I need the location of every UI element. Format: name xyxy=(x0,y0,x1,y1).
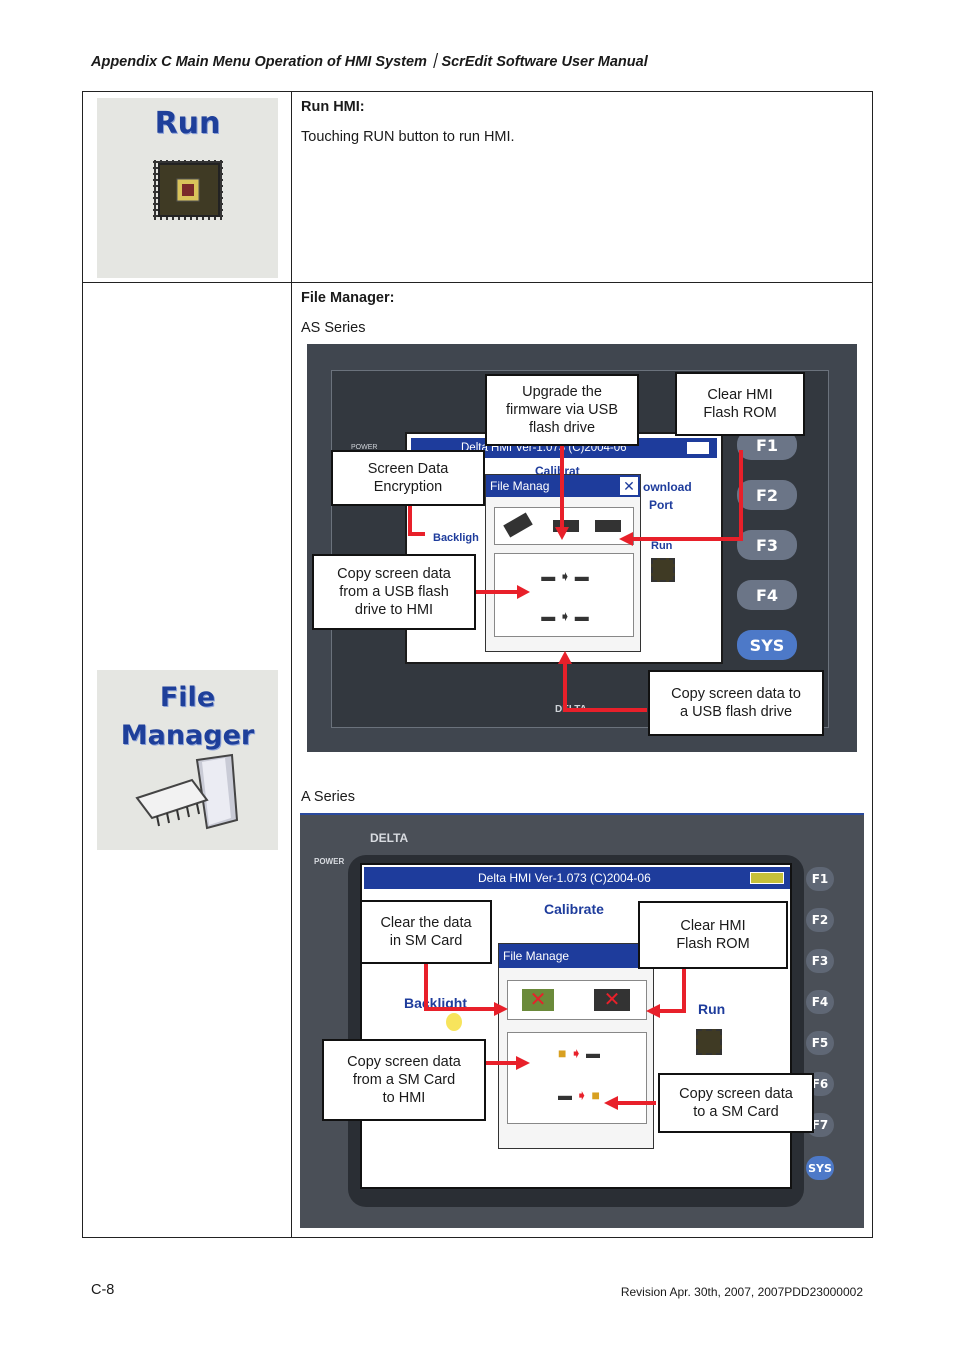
lightbulb-icon xyxy=(446,1013,462,1031)
a-title-bar: Delta HMI Ver-1.073 (C)2004-06 xyxy=(364,867,790,889)
revision-note: Revision Apr. 30th, 2007, 2007PDD2300000… xyxy=(620,1285,863,1299)
as-menu-backlight[interactable]: Backligh xyxy=(433,532,479,544)
run-icon-title: Run xyxy=(154,106,221,141)
file-manager-icon: File Manager xyxy=(97,670,278,850)
a-file-manager-dialog: File Manage ✕ ✕ ■ ➧ ▬ ▬ ➧ ■ xyxy=(498,943,654,1149)
file-manager-heading: File Manager: xyxy=(301,290,395,306)
as-callout-arrows xyxy=(408,439,743,712)
a-series-label: A Series xyxy=(301,789,355,805)
copy-to-sm-card-icon[interactable]: ▬ ➧ ■ xyxy=(558,1087,600,1103)
as-key-f3[interactable]: F3 xyxy=(737,530,797,560)
as-menu-port[interactable]: Port xyxy=(649,498,673,512)
as-callout-upgrade: Upgrade the firmware via USB flash drive xyxy=(485,374,639,446)
as-callout-clear-flash: Clear HMI Flash ROM xyxy=(675,372,805,436)
as-callout-encryption: Screen Data Encryption xyxy=(331,450,485,506)
as-callout-copy-from-usb: Copy screen data from a USB flash drive … xyxy=(312,554,476,630)
as-key-f2[interactable]: F2 xyxy=(737,480,797,510)
a-key-f1[interactable]: F1 xyxy=(806,867,834,891)
a-run-chip-icon xyxy=(696,1029,722,1055)
copy-from-usb-icon[interactable]: ▬ ➧ ▬ xyxy=(541,568,589,584)
as-callout-copy-to-usb: Copy screen data to a USB flash drive xyxy=(648,670,824,736)
page-header: Appendix C Main Menu Operation of HMI Sy… xyxy=(91,54,648,70)
file-manager-icon-title-line2: Manager xyxy=(120,720,255,751)
a-menu-calibrate[interactable]: Calibrate xyxy=(544,901,604,917)
as-lower-icon-group: ▬ ➧ ▬ ▬ ➧ ▬ xyxy=(494,553,634,637)
a-callout-clear-flash: Clear HMI Flash ROM xyxy=(638,901,788,969)
a-callout-clear-sm: Clear the data in SM Card xyxy=(360,900,492,964)
folder-chip-icon xyxy=(135,753,239,830)
a-power-label: POWER xyxy=(314,857,345,866)
a-callout-arrows xyxy=(424,963,686,1110)
a-upper-icon-group: ✕ ✕ xyxy=(507,980,647,1020)
as-series-label: AS Series xyxy=(301,320,366,336)
clear-flash-chip-icon[interactable] xyxy=(595,520,621,532)
a-menu-run[interactable]: Run xyxy=(698,1001,726,1017)
run-icon: Run xyxy=(97,98,278,278)
close-icon[interactable]: ✕ xyxy=(620,477,638,495)
chip-icon xyxy=(153,160,223,220)
a-key-f5[interactable]: F5 xyxy=(806,1031,834,1055)
a-lower-icon-group: ■ ➧ ▬ ▬ ➧ ■ xyxy=(507,1032,647,1124)
a-dialog-title: File Manage xyxy=(499,944,653,968)
a-callout-copy-to-sm: Copy screen data to a SM Card xyxy=(658,1073,814,1133)
battery-icon xyxy=(750,872,784,884)
as-series-screenshot: POWER Delta HMI Ver-1.073 (C)2004-06 Cal… xyxy=(307,344,857,752)
run-heading: Run HMI: xyxy=(301,99,365,115)
table-row-divider xyxy=(83,282,872,283)
page-number: C-8 xyxy=(91,1282,115,1298)
as-power-label: POWER xyxy=(351,444,378,451)
a-key-f2[interactable]: F2 xyxy=(806,908,834,932)
a-lcd-screen: Delta HMI Ver-1.073 (C)2004-06 Calibrate… xyxy=(360,863,792,1189)
a-key-f4[interactable]: F4 xyxy=(806,990,834,1014)
as-menu-run[interactable]: Run xyxy=(651,540,673,552)
run-description: Touching RUN button to run HMI. xyxy=(301,129,515,145)
a-key-sys[interactable]: SYS xyxy=(806,1156,834,1180)
a-series-screenshot: DELTA POWER Delta HMI Ver-1.073 (C)2004-… xyxy=(300,813,864,1228)
a-callout-copy-from-sm: Copy screen data from a SM Card to HMI xyxy=(322,1039,486,1121)
as-key-f4[interactable]: F4 xyxy=(737,580,797,610)
table-column-divider xyxy=(291,92,292,1237)
as-file-manager-dialog: File Manag ✕ ▬ ➧ ▬ ▬ ➧ ▬ xyxy=(485,474,641,652)
content-table: Run Run HMI: Touching RUN button to run … xyxy=(82,91,873,1238)
as-menu-download[interactable]: ownload xyxy=(643,480,692,494)
copy-from-sm-card-icon[interactable]: ■ ➧ ▬ xyxy=(558,1045,600,1061)
as-key-sys[interactable]: SYS xyxy=(737,630,797,660)
clear-sm-card-icon[interactable]: ✕ xyxy=(522,989,554,1011)
a-brand-logo: DELTA xyxy=(370,831,409,845)
as-run-chip-icon xyxy=(651,558,675,582)
file-manager-icon-title-line1: File xyxy=(159,682,216,713)
a-key-f3[interactable]: F3 xyxy=(806,949,834,973)
copy-to-usb-icon[interactable]: ▬ ➧ ▬ xyxy=(541,608,589,624)
clear-flash-chip-icon[interactable]: ✕ xyxy=(594,989,630,1011)
